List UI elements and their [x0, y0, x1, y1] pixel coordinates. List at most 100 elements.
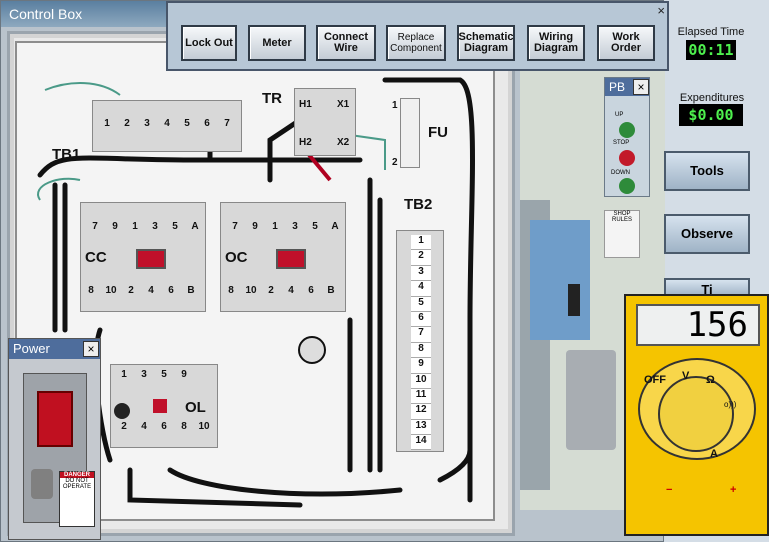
ol-bottom-terminal: 6 [161, 421, 167, 432]
oc-top-terminal: 1 [272, 221, 278, 232]
expenditures-label: Expenditures [679, 92, 745, 104]
cc-bottom-terminal: 2 [128, 285, 134, 296]
pb-up-button[interactable] [619, 122, 635, 138]
pb-down-label: DOWN [611, 170, 630, 176]
connect-wire-button[interactable]: Connect Wire [316, 25, 376, 61]
pb-close-button[interactable]: × [633, 79, 649, 95]
tb2-terminal[interactable]: 10 [411, 373, 431, 389]
meter-plus-probe-icon[interactable]: + [730, 484, 737, 496]
lock-out-button[interactable]: Lock Out [181, 25, 237, 61]
elapsed-time-label: Elapsed Time [677, 26, 745, 38]
pb-stop-button[interactable] [619, 150, 635, 166]
h1-terminal: H1 [299, 99, 312, 110]
pb-stop-label: STOP [613, 140, 630, 146]
ol-bottom-terminal: 8 [181, 421, 187, 432]
ol-top-terminal: 9 [181, 369, 187, 380]
window-title: Control Box [9, 6, 83, 22]
tb2-terminal[interactable]: 9 [411, 358, 431, 374]
cc-top-terminal: A [191, 221, 199, 232]
tb2-terminal[interactable]: 5 [411, 296, 431, 312]
tb2-terminal[interactable]: 7 [411, 327, 431, 343]
meter-ohm-label: Ω [706, 374, 715, 386]
wiring-diagram-button[interactable]: Wiring Diagram [527, 25, 585, 61]
oc-label: OC [225, 249, 248, 266]
tb2-terminal[interactable]: 3 [411, 265, 431, 282]
tb2-terminal[interactable]: 13 [411, 419, 431, 436]
meter-off-label: OFF [644, 374, 666, 386]
h2-terminal: H2 [299, 137, 312, 148]
tb2-terminal[interactable]: 1 [411, 235, 431, 251]
oc-bottom-terminal: B [327, 285, 335, 296]
meter-minus-probe-icon[interactable]: − [666, 484, 673, 496]
tb1-terminal: 1 [104, 118, 110, 129]
power-title: Power [9, 339, 100, 359]
tb1-terminal: 6 [204, 118, 210, 129]
meter-display: 156 [636, 304, 760, 346]
cc-top-terminal: 9 [112, 221, 118, 232]
x1-terminal: X1 [337, 99, 350, 110]
power-close-button[interactable]: × [83, 341, 99, 357]
cc-bottom-terminal: 10 [105, 285, 117, 296]
oc-bottom-terminal: 4 [288, 285, 294, 296]
multimeter: 156 OFF V Ω o))) A − + [624, 294, 769, 536]
oc-bottom-terminal: 2 [268, 285, 274, 296]
tb2-terminal[interactable]: 6 [411, 311, 431, 328]
meter-selector-knob[interactable] [658, 376, 734, 452]
tb2-terminal[interactable]: 8 [411, 342, 431, 359]
padlock-icon [31, 469, 53, 499]
doorway-sky [530, 220, 590, 340]
oc-bottom-terminal: 8 [228, 285, 234, 296]
tb2-terminal[interactable]: 11 [411, 388, 431, 405]
ol-top-terminal: 1 [121, 369, 127, 380]
ol-top-terminal: 5 [161, 369, 167, 380]
trash-can-icon [566, 350, 616, 450]
schematic-diagram-button[interactable]: Schematic Diagram [457, 25, 515, 61]
tr-label: TR [262, 90, 282, 107]
tb1-terminal: 5 [184, 118, 190, 129]
ol-top-terminal: 3 [141, 369, 147, 380]
meter-button[interactable]: Meter [248, 25, 306, 61]
tb1-label: TB1 [52, 146, 81, 163]
expenditures-display: $0.00 [679, 104, 743, 126]
transformer-tr[interactable]: H1 H2 X1 X2 [294, 88, 356, 156]
cc-top-terminal: 5 [172, 221, 178, 232]
tb2-terminal[interactable]: 2 [411, 250, 431, 266]
replace-component-button[interactable]: Replace Component [386, 25, 446, 61]
tb2-terminal[interactable]: 12 [411, 404, 431, 420]
fu-label: FU [428, 124, 448, 141]
tb2-label: TB2 [404, 196, 433, 213]
tb1-terminal: 4 [164, 118, 170, 129]
fuse-fu[interactable] [400, 98, 420, 168]
stack-light-icon [568, 284, 580, 316]
toolbar-close-button[interactable]: × [657, 3, 665, 18]
oc-top-terminal: A [331, 221, 339, 232]
observe-button[interactable]: Observe [664, 214, 750, 254]
wiring-diagram [37, 77, 475, 508]
pushbutton-station: PB × UP STOP DOWN [604, 77, 650, 197]
oc-top-terminal: 9 [252, 221, 258, 232]
x2-terminal: X2 [337, 137, 350, 148]
ol-reset-button[interactable] [153, 399, 167, 413]
work-order-button[interactable]: Work Order [597, 25, 655, 61]
ol-bottom-terminal: 10 [198, 421, 210, 432]
pb-down-button[interactable] [619, 178, 635, 194]
ol-bottom-terminal: 2 [121, 421, 127, 432]
tb1-terminal: 3 [144, 118, 150, 129]
tb2-terminal[interactable]: 4 [411, 281, 431, 297]
tb1-terminal: 2 [124, 118, 130, 129]
ol-dial-icon[interactable] [114, 403, 130, 419]
disconnect-handle[interactable] [37, 391, 73, 447]
cc-top-terminal: 3 [152, 221, 158, 232]
cc-top-terminal: 1 [132, 221, 138, 232]
tb2-terminal[interactable]: 14 [411, 435, 431, 451]
oc-actuator [276, 249, 306, 269]
tools-button[interactable]: Tools [664, 151, 750, 191]
shop-rules-sign: SHOP RULES [604, 210, 640, 258]
fuse-terminal-2: 2 [392, 157, 398, 168]
power-panel: Power × DANGER DO NOT OPERATE [8, 338, 101, 540]
